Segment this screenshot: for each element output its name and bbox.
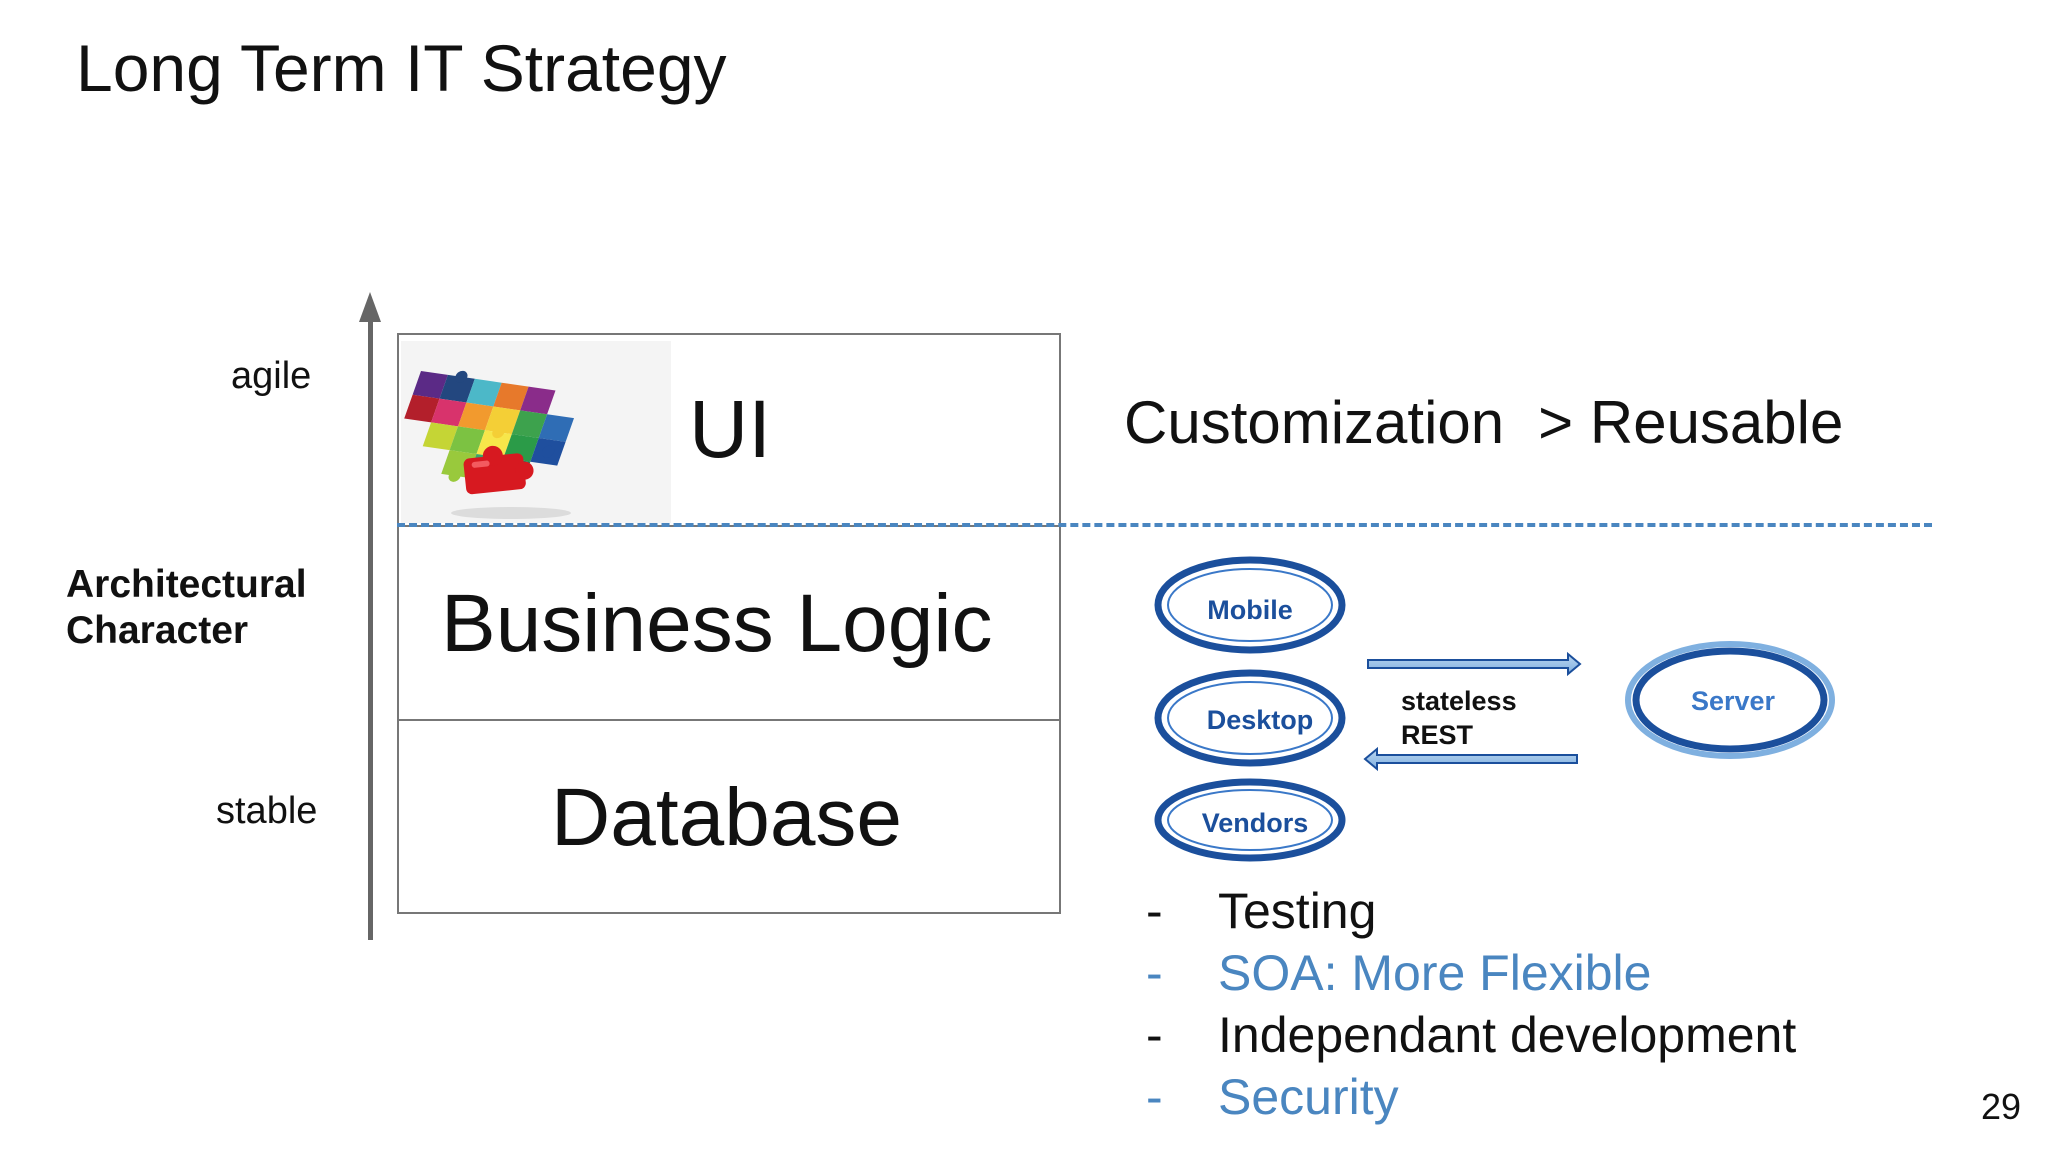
bullet-text: Testing — [1218, 883, 1377, 939]
server-node: Server — [1625, 641, 1835, 759]
mobile-label: Mobile — [1207, 595, 1293, 625]
customization-left: Customization — [1124, 389, 1505, 456]
database-label: Database — [551, 772, 903, 863]
puzzle-pieces-icon — [401, 341, 671, 523]
business-logic-label: Business Logic — [441, 578, 993, 669]
bullet-dash: - — [1146, 1007, 1163, 1063]
bullet-dash: - — [1146, 1069, 1163, 1125]
separator-dashed-line — [397, 523, 1932, 527]
axis-label-stable: stable — [216, 790, 318, 832]
desktop-client-node: Desktop — [1154, 669, 1346, 767]
ui-layer-label: UI — [689, 384, 771, 475]
rest-label: REST — [1401, 720, 1474, 750]
axis-label-character: Character — [66, 609, 249, 652]
list-item: - SOA: More Flexible — [1146, 942, 1996, 1004]
page-number: 29 — [1980, 1086, 2021, 1127]
mobile-client-node: Mobile — [1154, 556, 1346, 654]
customization-text: Customization > Reusable — [1124, 388, 1843, 457]
response-arrow-icon — [1363, 746, 1578, 772]
axis-label-architectural: Architectural — [66, 563, 307, 606]
list-item: - Independant development — [1146, 1004, 1996, 1066]
axis-arrow-head-icon — [359, 292, 381, 322]
stateless-label: stateless — [1401, 686, 1517, 716]
database-layer-box: Database — [397, 719, 1061, 914]
bullet-text: Independant development — [1218, 1007, 1797, 1063]
slide-title: Long Term IT Strategy — [76, 31, 727, 105]
server-label: Server — [1691, 686, 1776, 716]
bullet-text: Security — [1218, 1069, 1399, 1125]
list-item: - Security — [1146, 1066, 1996, 1128]
vendors-label: Vendors — [1202, 808, 1309, 838]
client-server-diagram: Mobile Desktop Vendors stateless REST Se… — [1154, 556, 1835, 862]
benefits-list: - Testing - SOA: More Flexible - Indepen… — [1146, 880, 1996, 1128]
list-item: - Testing — [1146, 880, 1996, 942]
axis-label-agile: agile — [231, 355, 312, 397]
business-logic-layer-box: Business Logic — [397, 525, 1061, 721]
customization-right: > Reusable — [1538, 389, 1844, 456]
vendors-client-node: Vendors — [1154, 778, 1346, 862]
desktop-label: Desktop — [1207, 705, 1314, 735]
bullet-text: SOA: More Flexible — [1218, 945, 1652, 1001]
request-arrow-icon — [1367, 651, 1582, 677]
axis-line — [368, 315, 373, 940]
bullet-dash: - — [1146, 945, 1163, 1001]
bullet-dash: - — [1146, 883, 1163, 939]
ui-layer-box: UI — [397, 333, 1061, 527]
